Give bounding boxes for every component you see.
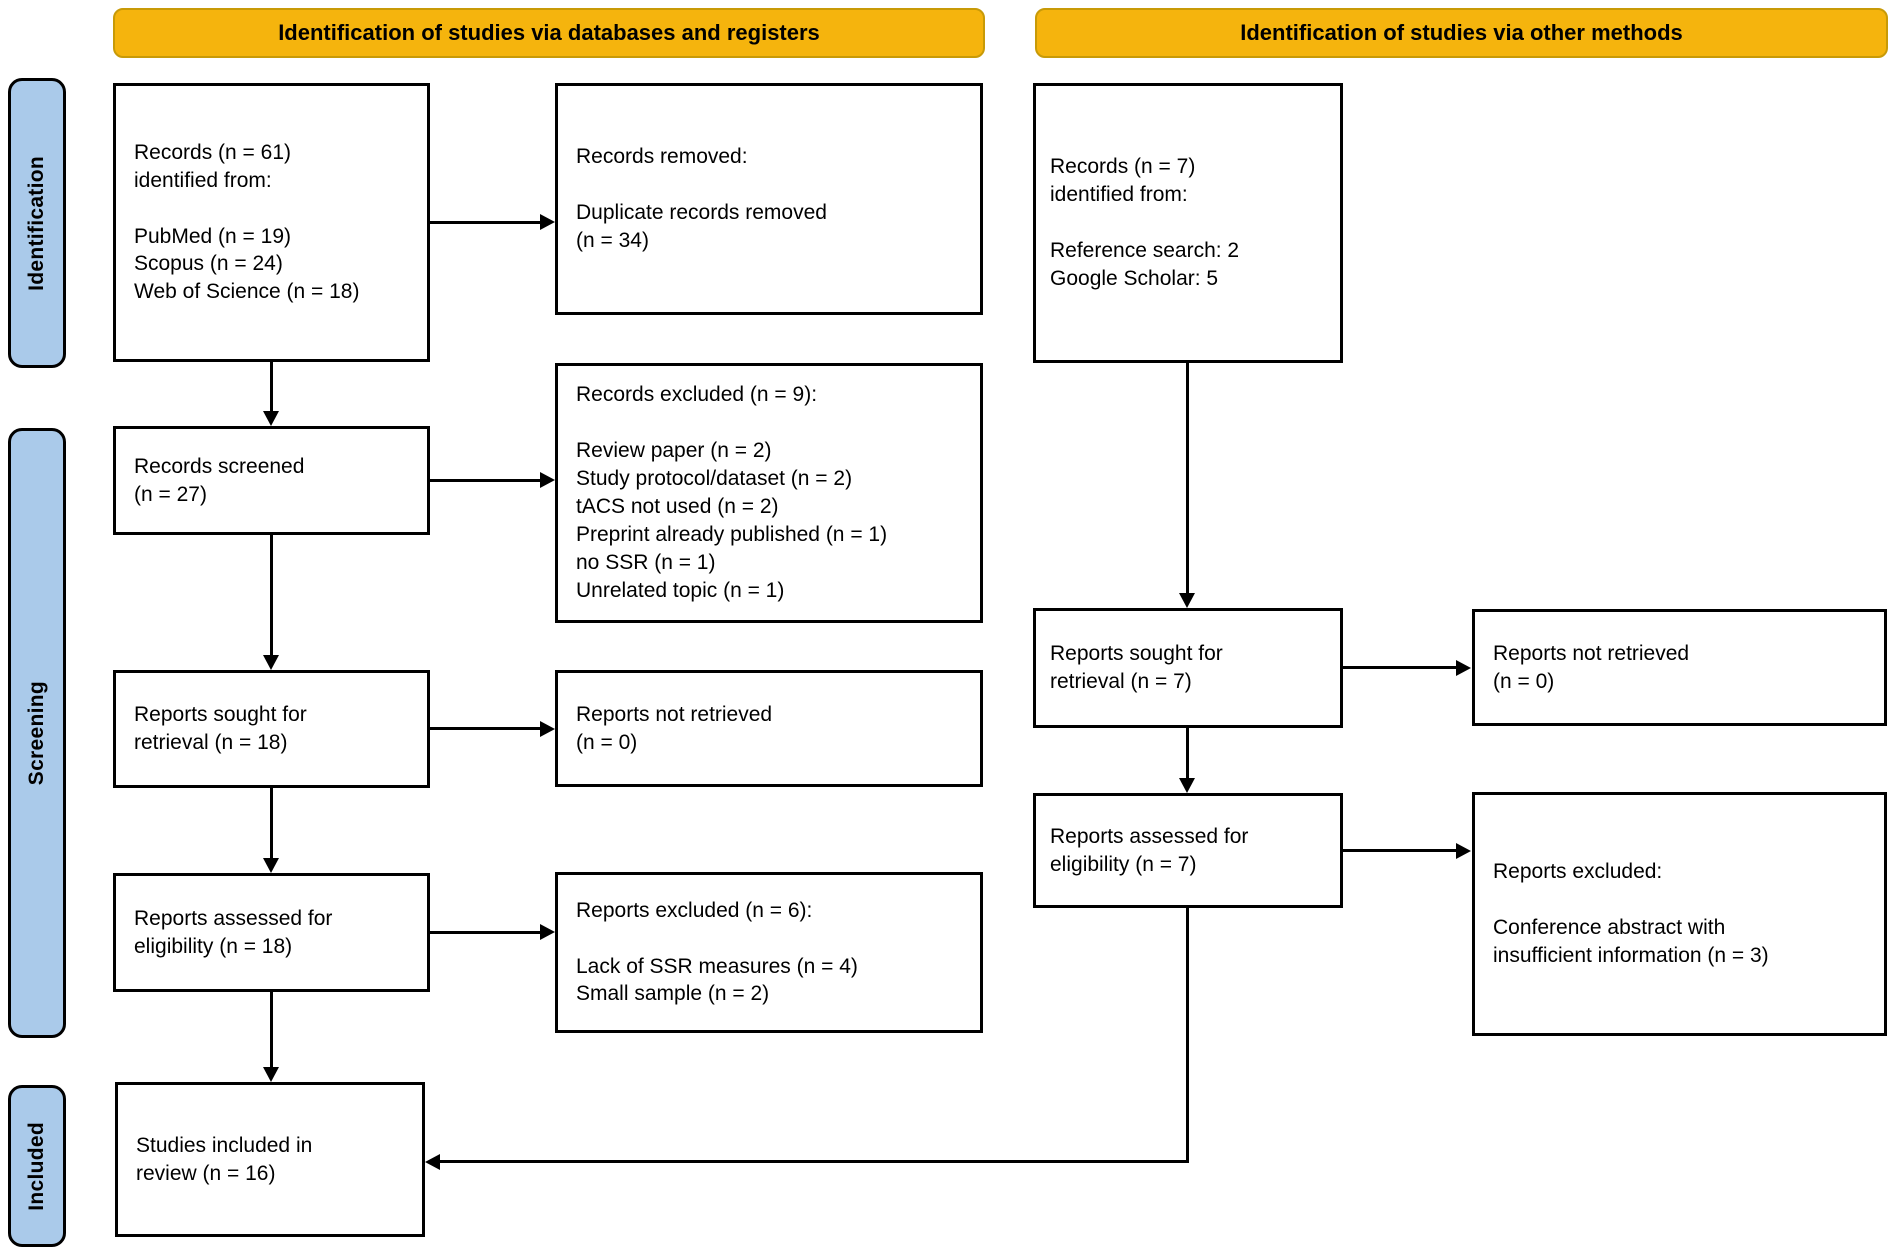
- arrow-other-sought-to-notretrieved-line: [1343, 666, 1458, 669]
- arrow-screened-to-sought-line: [270, 535, 273, 656]
- arrow-assessed-to-included-line: [270, 992, 273, 1068]
- stage-screening: Screening: [8, 428, 66, 1038]
- arrow-other-identified-to-sought-line: [1186, 363, 1189, 594]
- box-reports-excluded-other: Reports excluded: Conference abstract wi…: [1472, 792, 1887, 1036]
- box-studies-included: Studies included in review (n = 16): [115, 1082, 425, 1237]
- box-records-excluded: Records excluded (n = 9): Review paper (…: [555, 363, 983, 623]
- header-other-methods: Identification of studies via other meth…: [1035, 8, 1888, 58]
- arrow-screened-to-sought-head: [263, 655, 279, 670]
- box-records-identified-databases: Records (n = 61) identified from: PubMed…: [113, 83, 430, 362]
- box-records-screened: Records screened (n = 27): [113, 426, 430, 535]
- box-reports-excluded-databases: Reports excluded (n = 6): Lack of SSR me…: [555, 872, 983, 1033]
- box-reports-assessed-databases: Reports assessed for eligibility (n = 18…: [113, 873, 430, 992]
- arrow-sought-to-assessed-line: [270, 788, 273, 859]
- arrow-screened-to-excluded-line: [430, 479, 542, 482]
- arrow-identified-to-screened-head: [263, 411, 279, 426]
- arrow-identified-to-screened-line: [270, 362, 273, 412]
- header-databases-registers-label: Identification of studies via databases …: [278, 20, 820, 45]
- box-records-removed: Records removed: Duplicate records remov…: [555, 83, 983, 315]
- reports-assessed-other-text: Reports assessed for eligibility (n = 7): [1050, 824, 1249, 876]
- stage-identification-label: Identification: [25, 155, 48, 291]
- arrow-sought-to-notretrieved-head: [540, 721, 555, 737]
- box-reports-assessed-other: Reports assessed for eligibility (n = 7): [1033, 793, 1343, 908]
- reports-not-retrieved-databases-text: Reports not retrieved (n = 0): [576, 702, 773, 754]
- reports-excluded-other-text: Reports excluded: Conference abstract wi…: [1493, 860, 1769, 967]
- studies-included-text: Studies included in review (n = 16): [136, 1133, 313, 1185]
- reports-assessed-databases-text: Reports assessed for eligibility (n = 18…: [134, 906, 333, 958]
- arrow-other-sought-to-assessed-line: [1186, 728, 1189, 779]
- header-databases-registers: Identification of studies via databases …: [113, 8, 985, 58]
- stage-included: Included: [8, 1085, 66, 1247]
- box-reports-sought-databases: Reports sought for retrieval (n = 18): [113, 670, 430, 788]
- box-reports-not-retrieved-other: Reports not retrieved (n = 0): [1472, 609, 1887, 726]
- arrow-other-assessed-to-included-head: [425, 1154, 440, 1170]
- arrow-other-assessed-to-excluded-line: [1343, 849, 1458, 852]
- records-removed-text: Records removed: Duplicate records remov…: [576, 145, 827, 252]
- arrow-other-identified-to-sought-head: [1179, 593, 1195, 608]
- box-records-identified-other: Records (n = 7) identified from: Referen…: [1033, 83, 1343, 363]
- arrow-assessed-to-included-head: [263, 1067, 279, 1082]
- reports-sought-databases-text: Reports sought for retrieval (n = 18): [134, 703, 307, 754]
- header-other-methods-label: Identification of studies via other meth…: [1240, 20, 1683, 45]
- reports-sought-other-text: Reports sought for retrieval (n = 7): [1050, 642, 1223, 693]
- arrow-identified-to-removed-head: [540, 214, 555, 230]
- reports-not-retrieved-other-text: Reports not retrieved (n = 0): [1493, 641, 1690, 693]
- arrow-sought-to-notretrieved-line: [430, 727, 542, 730]
- arrow-other-assessed-to-included-hline: [439, 1160, 1189, 1163]
- arrow-other-sought-to-assessed-head: [1179, 778, 1195, 793]
- box-reports-not-retrieved-databases: Reports not retrieved (n = 0): [555, 670, 983, 787]
- records-identified-databases-text: Records (n = 61) identified from: PubMed…: [134, 140, 360, 304]
- arrow-assessed-to-excluded-head: [540, 924, 555, 940]
- arrow-assessed-to-excluded-line: [430, 931, 542, 934]
- arrow-sought-to-assessed-head: [263, 858, 279, 873]
- arrow-screened-to-excluded-head: [540, 472, 555, 488]
- records-identified-other-text: Records (n = 7) identified from: Referen…: [1050, 155, 1240, 290]
- stage-identification: Identification: [8, 78, 66, 368]
- box-reports-sought-other: Reports sought for retrieval (n = 7): [1033, 608, 1343, 728]
- stage-screening-label: Screening: [25, 680, 48, 786]
- arrow-other-assessed-to-included-vline: [1186, 908, 1189, 1163]
- arrow-other-assessed-to-excluded-head: [1456, 843, 1471, 859]
- records-excluded-text: Records excluded (n = 9): Review paper (…: [576, 383, 888, 602]
- reports-excluded-databases-text: Reports excluded (n = 6): Lack of SSR me…: [576, 898, 858, 1006]
- records-screened-text: Records screened (n = 27): [134, 454, 305, 506]
- arrow-identified-to-removed-line: [430, 221, 542, 224]
- arrow-other-sought-to-notretrieved-head: [1456, 660, 1471, 676]
- stage-included-label: Included: [25, 1121, 48, 1211]
